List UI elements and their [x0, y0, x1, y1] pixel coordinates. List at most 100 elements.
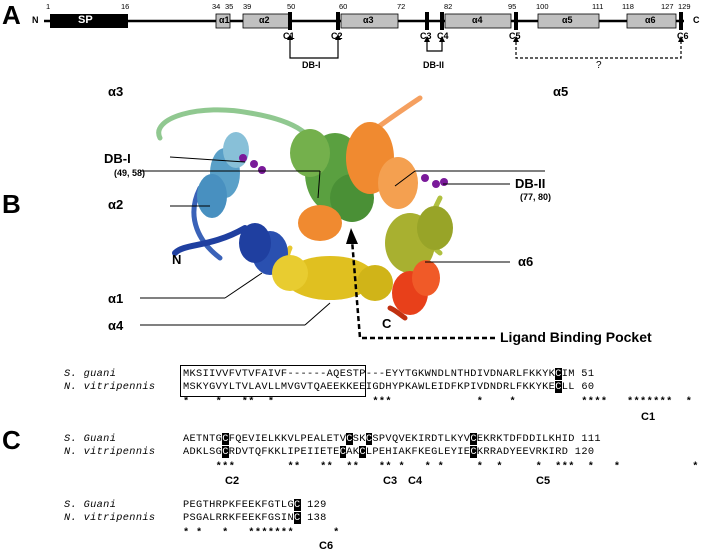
- cys-bar-2: [336, 12, 340, 30]
- block3-s1-seq: PEGTHRPKFEEKFGTLGC 129: [183, 499, 327, 511]
- map-helix-a6: α6: [645, 15, 656, 25]
- panel-label-a: A: [2, 0, 21, 30]
- map-c-term: C: [693, 15, 700, 25]
- cys-bar-6: [679, 12, 683, 30]
- loop-blue: [191, 185, 223, 261]
- map-c2: C2: [331, 31, 343, 41]
- map-db2: DB-II: [423, 60, 444, 70]
- label-c1: C1: [641, 411, 656, 423]
- pos-127: 127: [661, 2, 674, 11]
- pos-60: 60: [339, 2, 348, 11]
- pos-50: 50: [287, 2, 296, 11]
- map-unknown-bond: ?: [596, 60, 602, 71]
- block2-s2-name: N. vitripennis: [64, 446, 156, 458]
- map-helix-a4: α4: [472, 15, 483, 25]
- label-a2: α2: [108, 197, 124, 212]
- helix-a4-ribbon: [272, 255, 393, 301]
- block1-stars: * * ** * *** * * **** ******* *: [183, 396, 693, 408]
- label-db1-residues: (49, 58): [114, 168, 146, 178]
- block3-s2-seq: PSGALRRKFEEKFGSINC 138: [183, 512, 327, 524]
- helix-a6-ribbon: [392, 260, 440, 315]
- label-c5: C5: [536, 475, 551, 487]
- map-db1: DB-I: [302, 60, 321, 70]
- label-n-term: N: [172, 252, 182, 267]
- label-c4: C4: [408, 475, 423, 487]
- block2-s1-seq: AETNTGCFQEVIELKKVLPEALETVCSKCSPVQVEKIRDT…: [183, 433, 601, 445]
- pos-16: 16: [121, 2, 130, 11]
- map-c5: C5: [509, 31, 521, 41]
- helix-box-a3: [340, 13, 399, 29]
- block2-s2-seq: ADKLSGCRDVTQFKKLIPEIIETECAKCLPEHIAKFKEGL…: [183, 446, 595, 458]
- helix-a5-ribbon: [298, 122, 418, 241]
- cys-bar-3: [425, 12, 429, 30]
- label-c2: C2: [225, 475, 240, 487]
- label-a5: α5: [553, 84, 569, 99]
- pos-39: 39: [243, 2, 252, 11]
- helix-a2-ribbon: [197, 132, 249, 218]
- pos-1: 1: [46, 2, 51, 11]
- label-db2-residues: (77, 80): [520, 192, 552, 202]
- pos-118: 118: [622, 2, 634, 11]
- block1-s2-seq: MSKYGVYLTVLAVLLMVGVTQAEEKKEEIGDHYPKAWLEI…: [183, 381, 595, 393]
- label-a1: α1: [108, 291, 124, 306]
- label-c3: C3: [383, 475, 398, 487]
- pos-34: 34: [212, 2, 221, 11]
- label-c-term: C: [382, 316, 392, 331]
- signal-peptide-label: SP: [78, 14, 93, 26]
- pos-100: 100: [536, 2, 549, 11]
- pos-95: 95: [508, 2, 517, 11]
- helix-box-a1: [215, 13, 231, 29]
- domain-map: [44, 12, 684, 59]
- pos-111: 111: [592, 2, 604, 11]
- pos-35: 35: [225, 2, 234, 11]
- helix-box-a6: [626, 13, 677, 29]
- cys-bar-5: [514, 12, 518, 30]
- protein-structure: [140, 95, 545, 340]
- block3-s1-name: S. Guani: [64, 499, 117, 511]
- pos-72: 72: [397, 2, 406, 11]
- db2-bracket: [426, 42, 443, 52]
- pos-129: 129: [678, 2, 691, 11]
- map-c3: C3: [420, 31, 432, 41]
- map-helix-a2: α2: [259, 15, 270, 25]
- map-helix-a1: α1: [219, 15, 230, 25]
- map-n-term: N: [32, 15, 39, 25]
- label-c6: C6: [319, 540, 334, 552]
- label-a3: α3: [108, 84, 124, 99]
- nterm-coil: [172, 225, 248, 256]
- signal-peptide-box: [50, 14, 128, 28]
- block3-s2-name: N. vitripennis: [64, 512, 156, 524]
- block3-stars: * * * ******* *: [183, 527, 340, 539]
- pocket-arrow: [350, 239, 495, 340]
- map-c6: C6: [677, 31, 689, 41]
- block1-s1-name: S. guani: [64, 368, 117, 380]
- loop-top: [156, 107, 313, 141]
- block2-s1-name: S. Guani: [64, 433, 117, 445]
- leader-db1: [169, 156, 246, 163]
- panel-label-b: B: [2, 189, 21, 219]
- map-c4: C4: [437, 31, 449, 41]
- cys-bar-4: [440, 12, 444, 30]
- cterm-coil: [387, 305, 408, 321]
- label-db2: DB-II: [515, 176, 546, 191]
- block1-s2-name: N. vitripennis: [64, 381, 156, 393]
- block2-stars: *** ** ** ** ** * * * * * * *** * * * *: [183, 461, 707, 473]
- map-helix-a3: α3: [363, 15, 374, 25]
- signal-peptide-alignment-box: [180, 365, 366, 397]
- map-helix-a5: α5: [562, 15, 573, 25]
- label-ligand-pocket: Ligand Binding Pocket: [500, 329, 652, 345]
- pos-82: 82: [444, 2, 453, 11]
- label-a4: α4: [108, 318, 124, 333]
- helix-box-a5: [537, 13, 600, 29]
- block1-s1-seq: MKSIIVVFVTVFAIVF------AQESTP---EYYTGKWND…: [183, 368, 595, 380]
- map-c1: C1: [283, 31, 295, 41]
- label-a6: α6: [518, 254, 534, 269]
- helix-olive-ribbon: [385, 206, 453, 273]
- label-db1: DB-I: [104, 151, 131, 166]
- db1-bracket: [289, 40, 339, 59]
- cys-bar-1: [288, 12, 292, 30]
- db2-atoms: [421, 174, 448, 188]
- panel-label-c: C: [2, 425, 21, 455]
- helix-box-a4: [444, 13, 512, 29]
